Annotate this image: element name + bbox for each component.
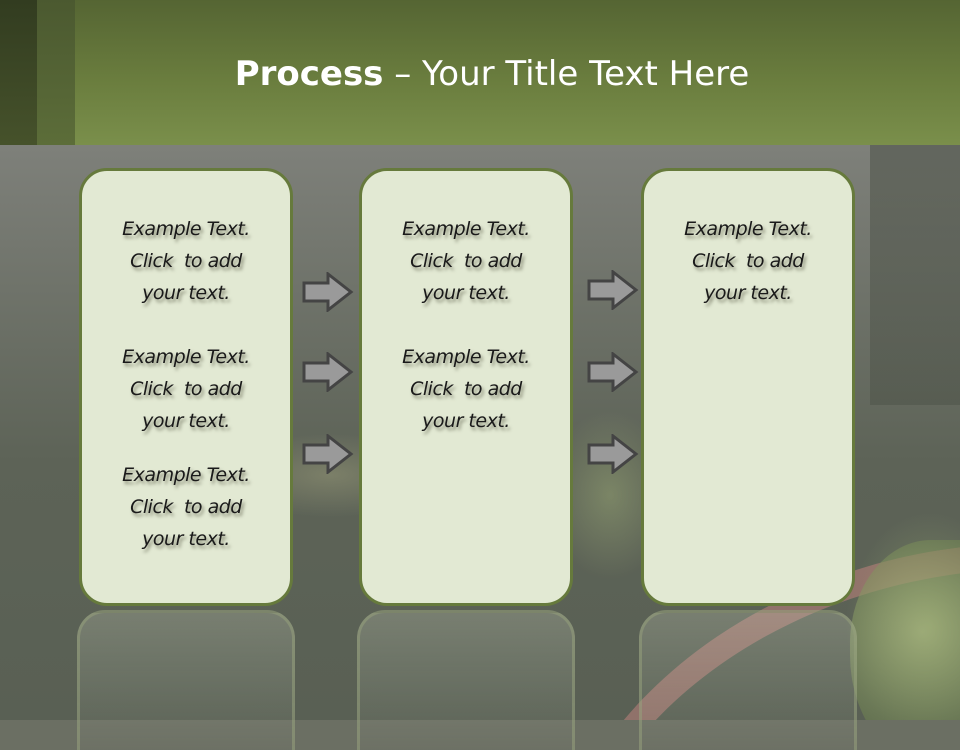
banner-accent-strip-mid xyxy=(37,0,75,145)
background-tree xyxy=(870,145,960,405)
process-box-3-reflection xyxy=(639,610,857,750)
text-placeholder[interactable]: Example Text. Click to add your text. xyxy=(82,459,290,555)
right-arrow-icon[interactable] xyxy=(302,434,354,474)
text-placeholder[interactable]: Example Text. Click to add your text. xyxy=(362,213,570,309)
right-arrow-icon[interactable] xyxy=(587,434,639,474)
text-line: your text. xyxy=(142,410,230,432)
right-arrow-icon[interactable] xyxy=(587,270,639,310)
text-line: your text. xyxy=(422,282,510,304)
text-line: Example Text. xyxy=(122,346,250,368)
text-line: your text. xyxy=(704,282,792,304)
text-line: your text. xyxy=(422,410,510,432)
text-line: Click to add xyxy=(410,250,522,272)
banner-accent-strip-dark xyxy=(0,0,37,145)
slide-title[interactable]: Process – Your Title Text Here xyxy=(0,48,960,100)
text-placeholder[interactable]: Example Text. Click to add your text. xyxy=(362,341,570,437)
process-box-2[interactable]: Example Text. Click to add your text. Ex… xyxy=(359,168,573,606)
slide-title-bold: Process xyxy=(234,54,384,94)
right-arrow-icon[interactable] xyxy=(587,352,639,392)
text-line: Example Text. xyxy=(122,464,250,486)
text-line: Example Text. xyxy=(122,218,250,240)
right-arrow-icon[interactable] xyxy=(302,352,354,392)
text-line: your text. xyxy=(142,528,230,550)
text-line: Click to add xyxy=(692,250,804,272)
process-box-2-reflection xyxy=(357,610,575,750)
text-line: Click to add xyxy=(410,378,522,400)
text-line: Example Text. xyxy=(402,346,530,368)
right-arrow-icon[interactable] xyxy=(302,272,354,312)
text-placeholder[interactable]: Example Text. Click to add your text. xyxy=(82,213,290,309)
text-line: Click to add xyxy=(130,250,242,272)
text-line: Click to add xyxy=(130,496,242,518)
text-line: Example Text. xyxy=(684,218,812,240)
process-box-1[interactable]: Example Text. Click to add your text. Ex… xyxy=(79,168,293,606)
text-line: Click to add xyxy=(130,378,242,400)
title-banner: Process – Your Title Text Here xyxy=(0,0,960,145)
text-placeholder[interactable]: Example Text. Click to add your text. xyxy=(644,213,852,309)
process-box-1-reflection xyxy=(77,610,295,750)
text-line: Example Text. xyxy=(402,218,530,240)
slide-title-rest: – Your Title Text Here xyxy=(383,54,750,94)
process-box-3[interactable]: Example Text. Click to add your text. xyxy=(641,168,855,606)
text-placeholder[interactable]: Example Text. Click to add your text. xyxy=(82,341,290,437)
text-line: your text. xyxy=(142,282,230,304)
